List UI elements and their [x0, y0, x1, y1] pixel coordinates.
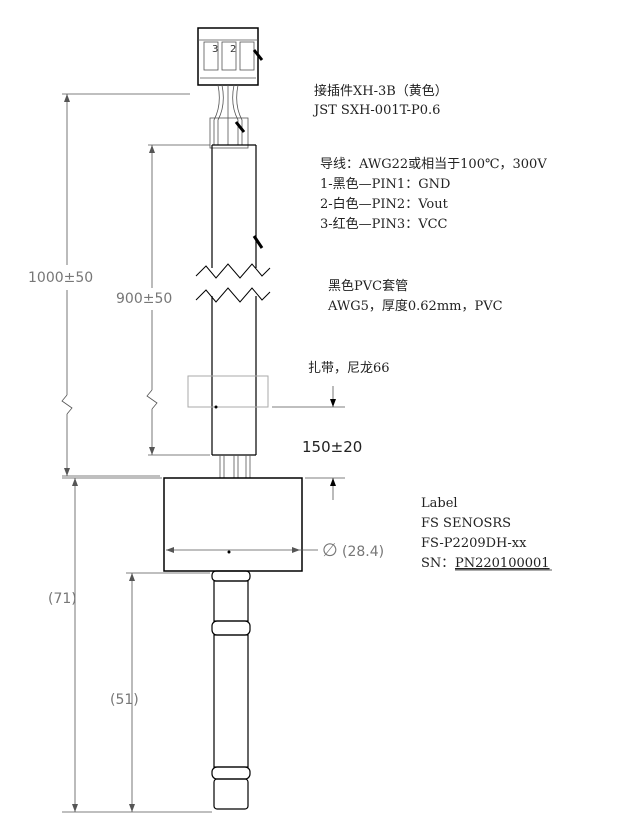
dimension-sleeve-length: 900±50 — [116, 144, 210, 456]
connector-note-line-2: JST SXH-001T-P0.6 — [312, 103, 440, 118]
probe-length-label: (51) — [110, 692, 139, 708]
wire-bundle-bottom — [219, 455, 251, 478]
body-length-label: (71) — [48, 591, 77, 607]
dimension-diameter: ∅ (28.4) — [166, 540, 384, 561]
wire-note-line-1: 导线：AWG22或相当于100℃，300V — [320, 157, 547, 172]
wire-note: 导线：AWG22或相当于100℃，300V 1-黑色—PIN1：GND 2-白色… — [320, 157, 547, 232]
dimension-total-length: 1000±50 — [28, 93, 190, 477]
wire-note-line-3: 2-白色—PIN2：Vout — [320, 196, 449, 212]
pvc-sleeve — [195, 144, 271, 456]
connector-xh-3b: 3 2 — [197, 27, 264, 86]
pin-label-3: 3 — [212, 44, 218, 55]
diameter-label: (28.4) — [342, 544, 384, 560]
total-length-label: 1000±50 — [28, 270, 93, 286]
connector-note-line-1: 接插件XH-3B（黄色） — [314, 83, 448, 99]
connector-note: 接插件XH-3B（黄色） JST SXH-001T-P0.6 — [312, 83, 448, 118]
wire-bundle-top — [209, 84, 249, 149]
sleeve-note: 黑色PVC套管 AWG5，厚度0.62mm，PVC — [327, 278, 503, 314]
sleeve-length-label: 900±50 — [116, 291, 172, 307]
dimension-tie-offset: 150±20 — [272, 386, 362, 500]
label-block: Label FS SENOSRS FS-P2209DH-xx SN： PN220… — [421, 496, 552, 571]
label-block-line-2: FS SENOSRS — [421, 516, 511, 531]
serial-number-prefix: SN： — [421, 556, 454, 571]
sensor-body — [163, 477, 303, 572]
serial-number: PN220100001 — [455, 556, 550, 571]
wire-note-line-4: 3-红色—PIN3：VCC — [320, 216, 448, 232]
dimension-probe-length: (51) — [110, 572, 210, 812]
dimension-body-length: (71) — [48, 477, 212, 813]
label-block-line-3: FS-P2209DH-xx — [421, 536, 527, 551]
sleeve-note-line-2: AWG5，厚度0.62mm，PVC — [327, 298, 503, 314]
probe — [211, 570, 251, 810]
tie-offset-label: 150±20 — [302, 438, 362, 456]
cable-tie-note: 扎带，尼龙66 — [308, 361, 390, 376]
label-block-line-1: Label — [421, 496, 458, 511]
pin-label-2: 2 — [230, 44, 236, 55]
diameter-symbol: ∅ — [322, 540, 338, 561]
cable-tie — [187, 375, 269, 409]
sleeve-note-line-1: 黑色PVC套管 — [328, 278, 408, 294]
wire-note-line-2: 1-黑色—PIN1：GND — [320, 176, 450, 192]
